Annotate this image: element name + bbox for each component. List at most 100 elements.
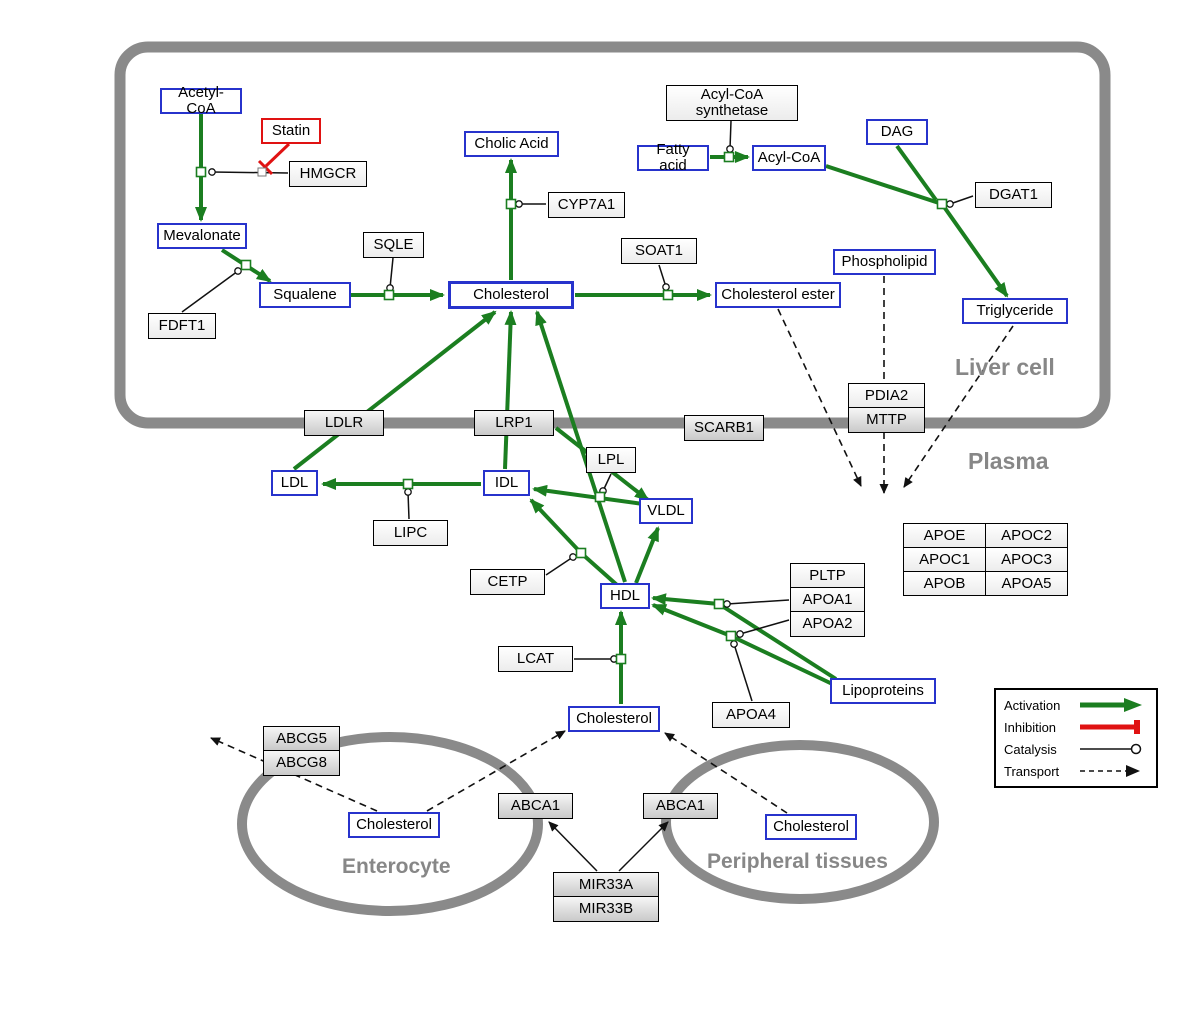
reaction-node bbox=[240, 259, 252, 271]
node-soat1[interactable]: SOAT1 bbox=[621, 238, 697, 264]
compartment-shapes bbox=[114, 41, 1111, 916]
edge-idl-cholesterol-via-lrp1 bbox=[503, 310, 517, 470]
reaction-node bbox=[725, 630, 737, 642]
legend-row-inhibition: Inhibition bbox=[1004, 719, 1148, 735]
node-vldl[interactable]: VLDL bbox=[639, 498, 693, 524]
reaction-node bbox=[575, 547, 587, 559]
edge-vldl-idl bbox=[532, 484, 644, 506]
node-phospholipid[interactable]: Phospholipid bbox=[833, 249, 936, 275]
node-cyp7a1[interactable]: CYP7A1 bbox=[548, 192, 625, 218]
catalysis-apoa4 bbox=[730, 640, 753, 702]
node-triglyceride[interactable]: Triglyceride bbox=[962, 298, 1068, 324]
node-mttp[interactable]: MTTP bbox=[848, 407, 925, 433]
legend-row-transport: Transport bbox=[1004, 763, 1148, 779]
catalysis-apoa2 bbox=[736, 619, 790, 638]
node-cholesterol-plasma[interactable]: Cholesterol bbox=[568, 706, 660, 732]
node-mir33b[interactable]: MIR33B bbox=[553, 896, 659, 922]
legend-inhibition-label: Inhibition bbox=[1004, 719, 1057, 735]
node-mevalonate[interactable]: Mevalonate bbox=[157, 223, 247, 249]
node-acyl-coa[interactable]: Acyl-CoA bbox=[752, 145, 826, 171]
peripheral-tissues-label: Peripheral tissues bbox=[707, 850, 888, 873]
node-ldlr[interactable]: LDLR bbox=[304, 410, 384, 436]
transport-cholesterolester-plasma bbox=[777, 308, 862, 487]
node-abca1-right[interactable]: ABCA1 bbox=[643, 793, 718, 819]
legend-transport-label: Transport bbox=[1004, 763, 1060, 779]
reaction-node bbox=[505, 198, 517, 210]
reaction-node bbox=[723, 151, 735, 163]
plasma-label: Plasma bbox=[968, 448, 1049, 474]
node-abcg8[interactable]: ABCG8 bbox=[263, 750, 340, 776]
node-squalene[interactable]: Squalene bbox=[259, 282, 351, 308]
reaction-node bbox=[662, 289, 674, 301]
node-lipc[interactable]: LIPC bbox=[373, 520, 448, 546]
catalysis-soat1 bbox=[658, 264, 670, 291]
node-abca1-left[interactable]: ABCA1 bbox=[498, 793, 573, 819]
catalysis-sqle bbox=[386, 257, 394, 292]
liver-cell-label: Liver cell bbox=[955, 354, 1055, 380]
node-cholesterol-peripheral[interactable]: Cholesterol bbox=[765, 814, 857, 840]
inhibition-tbar-icon bbox=[1080, 720, 1140, 734]
reaction-node bbox=[936, 198, 948, 210]
node-pdia2[interactable]: PDIA2 bbox=[848, 383, 925, 408]
node-apoc1[interactable]: APOC1 bbox=[903, 547, 986, 572]
node-idl[interactable]: IDL bbox=[483, 470, 530, 496]
node-lrp1[interactable]: LRP1 bbox=[474, 410, 554, 436]
transport-triglyceride-plasma bbox=[903, 325, 1014, 488]
node-apoe[interactable]: APOE bbox=[903, 523, 986, 548]
node-lipoproteins[interactable]: Lipoproteins bbox=[830, 678, 936, 704]
catalysis-lipc bbox=[404, 488, 412, 520]
node-cetp[interactable]: CETP bbox=[470, 569, 545, 595]
edge-hdl-vldl bbox=[634, 526, 660, 584]
reaction-node bbox=[383, 289, 395, 301]
node-scarb1[interactable]: SCARB1 bbox=[684, 415, 764, 441]
legend-activation-label: Activation bbox=[1004, 697, 1061, 713]
node-apoa4[interactable]: APOA4 bbox=[712, 702, 790, 728]
catalysis-circle-icon bbox=[1080, 743, 1142, 755]
reaction-node bbox=[713, 598, 725, 610]
catalysis-acylcoa-synthetase bbox=[726, 120, 734, 153]
reaction-nodes bbox=[195, 151, 948, 665]
catalysis-dgat1 bbox=[946, 195, 974, 208]
node-statin[interactable]: Statin bbox=[261, 118, 321, 144]
node-dag[interactable]: DAG bbox=[866, 119, 928, 145]
node-abcg5[interactable]: ABCG5 bbox=[263, 726, 340, 751]
edge-dag-dgat-junction bbox=[895, 144, 938, 202]
node-cholesterol-liver[interactable]: Cholesterol bbox=[448, 281, 574, 309]
transport-enterocyte-cholesterol-plasma bbox=[426, 730, 566, 812]
node-cholesterol-enterocyte[interactable]: Cholesterol bbox=[348, 812, 440, 838]
node-apoa2[interactable]: APOA2 bbox=[790, 611, 865, 637]
node-hmgcr[interactable]: HMGCR bbox=[289, 161, 367, 187]
node-mir33a[interactable]: MIR33A bbox=[553, 872, 659, 897]
node-apob[interactable]: APOB bbox=[903, 571, 986, 596]
node-apoc3[interactable]: APOC3 bbox=[985, 547, 1068, 572]
reaction-node bbox=[615, 653, 627, 665]
node-dgat1[interactable]: DGAT1 bbox=[975, 182, 1052, 208]
node-apoc2[interactable]: APOC2 bbox=[985, 523, 1068, 548]
node-hdl[interactable]: HDL bbox=[600, 583, 650, 609]
node-lpl[interactable]: LPL bbox=[586, 447, 636, 473]
node-cholic-acid[interactable]: Cholic Acid bbox=[464, 131, 559, 157]
catalysis-fdft1 bbox=[181, 267, 242, 313]
node-acetyl-coa[interactable]: Acetyl-CoA bbox=[160, 85, 242, 116]
catalysis-hmgcr bbox=[208, 168, 289, 176]
node-pltp[interactable]: PLTP bbox=[790, 563, 865, 588]
enterocyte-membrane bbox=[237, 732, 543, 916]
reaction-node bbox=[594, 491, 606, 503]
node-lcat[interactable]: LCAT bbox=[498, 646, 573, 672]
activation-arrow-icon bbox=[1080, 698, 1142, 712]
node-fatty-acid[interactable]: Fatty acid bbox=[637, 142, 709, 173]
catalysis-pltp-apoa bbox=[723, 599, 790, 608]
node-acyl-coa-synthetase[interactable]: Acyl-CoA synthetase bbox=[666, 85, 798, 121]
node-apoa5[interactable]: APOA5 bbox=[985, 571, 1068, 596]
node-apoa1[interactable]: APOA1 bbox=[790, 587, 865, 612]
catalysis-lpl bbox=[599, 473, 612, 495]
mir33-edges bbox=[548, 821, 669, 872]
transport-peripheral-cholesterol-plasma bbox=[664, 732, 788, 814]
edge-ldl-cholesterol-via-ldlr bbox=[292, 310, 497, 471]
legend-catalysis-label: Catalysis bbox=[1004, 741, 1057, 757]
node-fdft1[interactable]: FDFT1 bbox=[148, 313, 216, 339]
node-ldl[interactable]: LDL bbox=[271, 470, 318, 496]
node-sqle[interactable]: SQLE bbox=[363, 232, 424, 258]
node-cholesterol-ester[interactable]: Cholesterol ester bbox=[715, 282, 841, 308]
